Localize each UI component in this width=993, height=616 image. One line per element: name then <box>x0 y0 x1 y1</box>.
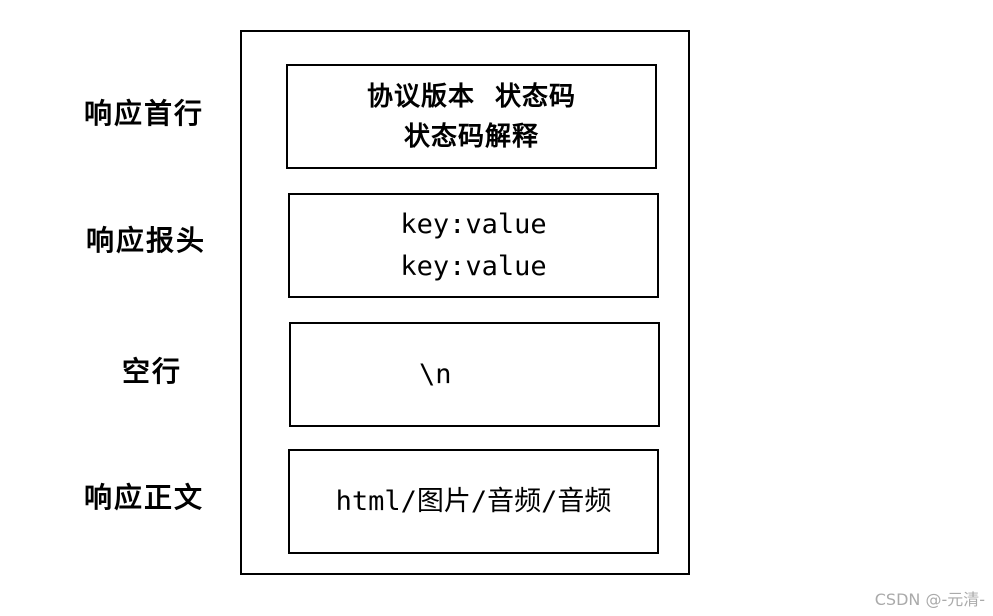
watermark: CSDN @-元清- <box>874 590 985 609</box>
http-response-container <box>240 30 690 575</box>
label-blank-line: 空行 <box>122 355 183 388</box>
label-headers: 响应报头 <box>86 224 207 257</box>
status-line-text-1: 协议版本 状态码 <box>366 81 577 112</box>
blank-line-text: \n <box>419 358 452 390</box>
status-line-text-2: 状态码解释 <box>403 121 539 152</box>
status-line-box: 协议版本 状态码 状态码解释 <box>286 64 657 169</box>
header-line-2: key:value <box>400 250 547 282</box>
body-box: html/图片/音频/音频 <box>288 449 659 554</box>
label-body: 响应正文 <box>84 481 205 514</box>
body-text: html/图片/音频/音频 <box>335 485 612 517</box>
blank-line-box: \n <box>289 322 660 427</box>
header-line-1: key:value <box>400 208 547 240</box>
headers-box: key:value key:value <box>288 193 659 298</box>
label-status-line: 响应首行 <box>84 97 205 130</box>
